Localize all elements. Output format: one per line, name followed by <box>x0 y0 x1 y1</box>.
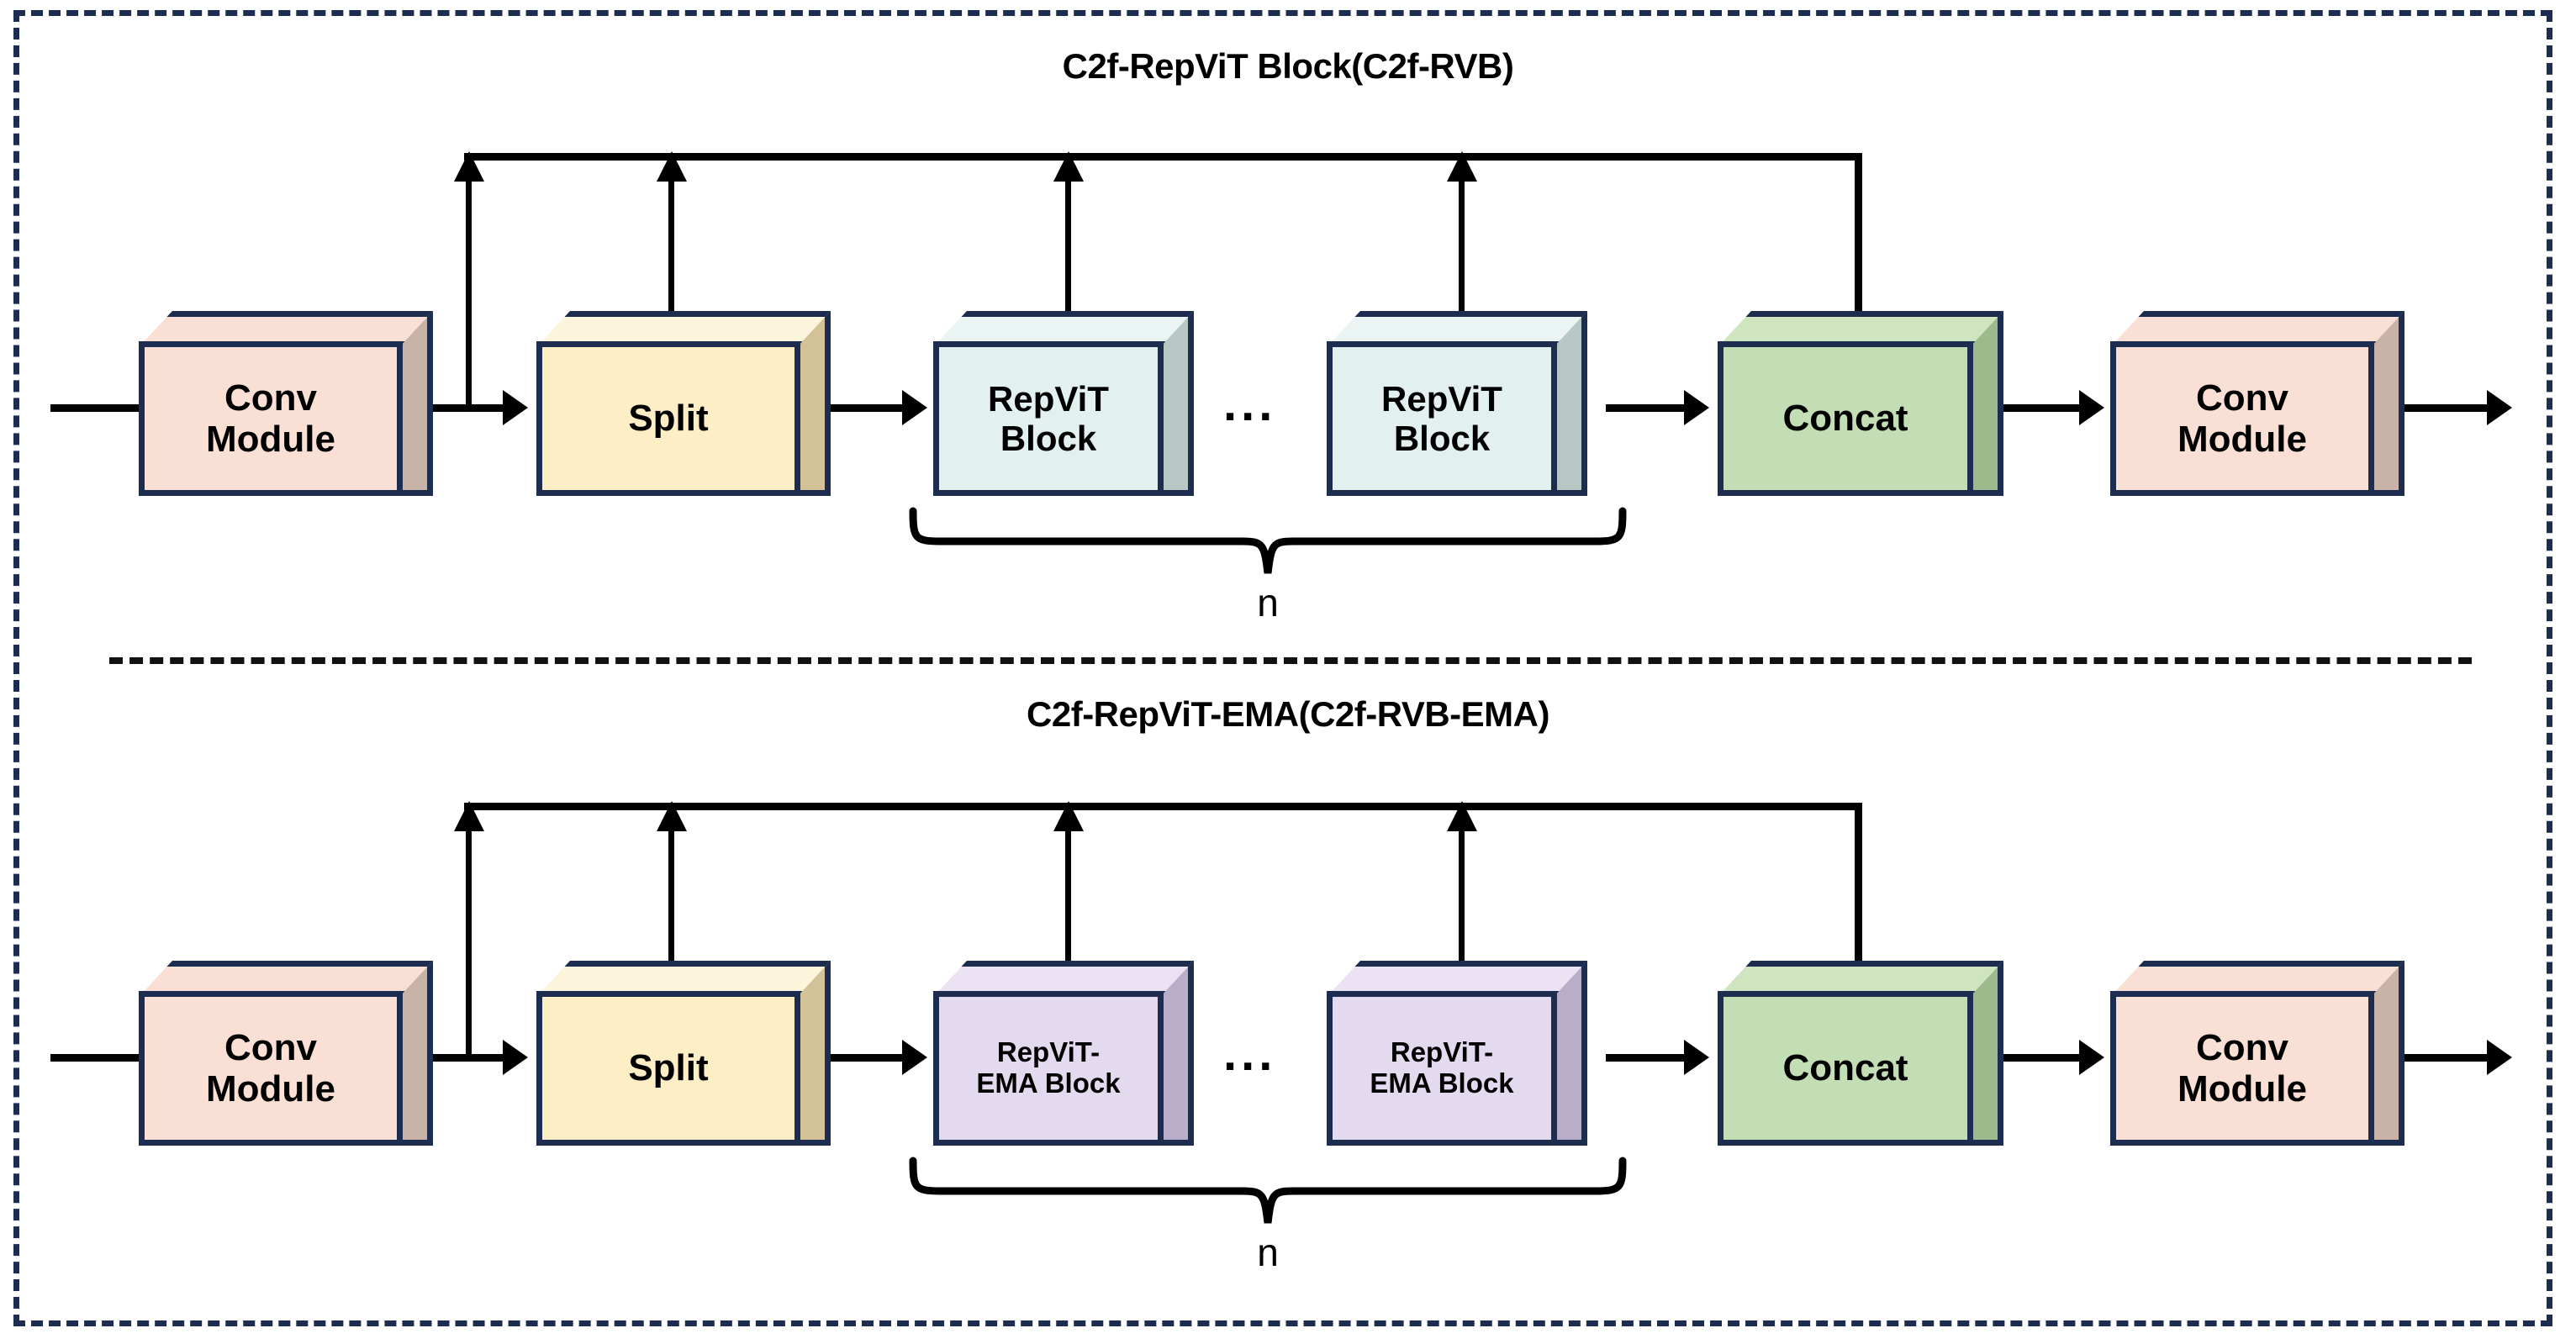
ellipsis-bottom: ... <box>1223 1026 1277 1081</box>
block-label: Conv Module <box>206 1026 335 1109</box>
skip-riser-1-top <box>466 178 472 409</box>
skip-riser-4-arrowhead-bottom <box>1447 801 1477 831</box>
repeat-brace-top <box>909 507 1627 574</box>
box-top-face <box>2110 961 2404 997</box>
box-front-face: RepViT Block <box>933 341 1164 496</box>
arrowhead-repvitn-to-concat-top <box>1684 390 1709 425</box>
block-repvit-ema-n-bottom[interactable]: RepViT- EMA Block <box>1327 961 1587 1146</box>
box-front-face: Conv Module <box>139 341 403 496</box>
block-concat-top[interactable]: Concat <box>1718 311 2003 496</box>
block-label: Conv Module <box>2177 1026 2307 1109</box>
wire-input-top <box>50 404 177 412</box>
repeat-count-label-bottom: n <box>1257 1231 1279 1274</box>
block-label: Concat <box>1782 398 1908 440</box>
skip-riser-4-top <box>1459 178 1465 359</box>
block-label: RepViT Block <box>988 378 1109 458</box>
block-label: Concat <box>1782 1047 1908 1089</box>
block-conv-module-in-bottom[interactable]: Conv Module <box>139 961 433 1146</box>
ellipsis-top: ... <box>1223 377 1277 431</box>
block-label: RepViT- EMA Block <box>1370 1036 1514 1099</box>
skip-riser-3-arrowhead-top <box>1053 151 1084 182</box>
block-label: Split <box>628 1047 709 1089</box>
block-repvit-1-top[interactable]: RepViT Block <box>933 311 1194 496</box>
skip-riser-2-arrowhead-top <box>657 151 687 182</box>
skip-bus-bottom <box>464 803 1860 810</box>
wire-eman-to-concat-bottom <box>1606 1054 1694 1062</box>
skip-riser-2-arrowhead-bottom <box>657 801 687 831</box>
arrowhead-output-bottom <box>2487 1040 2512 1075</box>
wire-input-bottom <box>50 1054 177 1062</box>
block-conv-module-in-top[interactable]: Conv Module <box>139 311 433 496</box>
outer-dashed-frame <box>13 10 2552 1326</box>
block-repvit-n-top[interactable]: RepViT Block <box>1327 311 1587 496</box>
skip-riser-2-top <box>668 178 674 355</box>
block-label: Conv Module <box>206 377 335 460</box>
repeat-brace-bottom <box>909 1157 1627 1224</box>
block-concat-bottom[interactable]: Concat <box>1718 961 2003 1146</box>
skip-riser-3-bottom <box>1065 828 1071 1009</box>
box-front-face: Conv Module <box>139 991 403 1146</box>
box-front-face: Concat <box>1718 991 1973 1146</box>
wire-output-top <box>2392 404 2497 412</box>
skip-riser-2-bottom <box>668 828 674 1004</box>
block-label: RepViT- EMA Block <box>976 1036 1121 1099</box>
arrowhead-eman-to-concat-bottom <box>1684 1040 1709 1075</box>
block-repvit-ema-1-bottom[interactable]: RepViT- EMA Block <box>933 961 1194 1146</box>
box-front-face: Split <box>536 991 800 1146</box>
skip-riser-3-arrowhead-bottom <box>1053 801 1084 831</box>
skip-riser-1-bottom <box>466 828 472 1059</box>
arrowhead-conv-to-split-top <box>503 390 528 425</box>
block-label: RepViT Block <box>1381 378 1502 458</box>
skip-riser-4-bottom <box>1459 828 1465 1009</box>
section-divider <box>109 657 2472 664</box>
arrowhead-split-to-repvit1-top <box>902 390 927 425</box>
arrowhead-split-to-ema1-bottom <box>902 1040 927 1075</box>
section-title-c2f-rvb: C2f-RepViT Block(C2f-RVB) <box>1062 46 1514 86</box>
skip-drop-to-concat-bottom <box>1855 803 1862 971</box>
box-front-face: RepViT- EMA Block <box>933 991 1164 1146</box>
wire-output-bottom <box>2392 1054 2497 1062</box>
skip-riser-4-arrowhead-top <box>1447 151 1477 182</box>
wire-split-to-repvit1-top <box>820 404 912 412</box>
box-front-face: RepViT Block <box>1327 341 1557 496</box>
skip-bus-top <box>464 153 1860 161</box>
box-front-face: Conv Module <box>2110 991 2374 1146</box>
arrowhead-concat-to-conv-bottom <box>2079 1040 2104 1075</box>
skip-riser-1-arrowhead-top <box>454 151 484 182</box>
skip-riser-1-arrowhead-bottom <box>454 801 484 831</box>
wire-repvitn-to-concat-top <box>1606 404 1694 412</box>
block-label: Split <box>628 398 709 440</box>
skip-riser-3-top <box>1065 178 1071 359</box>
block-split-top[interactable]: Split <box>536 311 831 496</box>
block-label: Conv Module <box>2177 377 2307 460</box>
box-front-face: RepViT- EMA Block <box>1327 991 1557 1146</box>
section-title-c2f-rvb-ema: C2f-RepViT-EMA(C2f-RVB-EMA) <box>1027 694 1549 734</box>
repeat-count-label-top: n <box>1257 581 1279 625</box>
wire-split-to-ema1-bottom <box>820 1054 912 1062</box>
block-conv-module-out-bottom[interactable]: Conv Module <box>2110 961 2404 1146</box>
block-split-bottom[interactable]: Split <box>536 961 831 1146</box>
arrowhead-output-top <box>2487 390 2512 425</box>
arrowhead-conv-to-split-bottom <box>503 1040 528 1075</box>
box-front-face: Concat <box>1718 341 1973 496</box>
skip-drop-to-concat-top <box>1855 153 1862 321</box>
wire-concat-to-conv-top <box>2001 404 2089 412</box>
box-front-face: Conv Module <box>2110 341 2374 496</box>
block-conv-module-out-top[interactable]: Conv Module <box>2110 311 2404 496</box>
wire-concat-to-conv-bottom <box>2001 1054 2089 1062</box>
box-front-face: Split <box>536 341 800 496</box>
arrowhead-concat-to-conv-top <box>2079 390 2104 425</box>
